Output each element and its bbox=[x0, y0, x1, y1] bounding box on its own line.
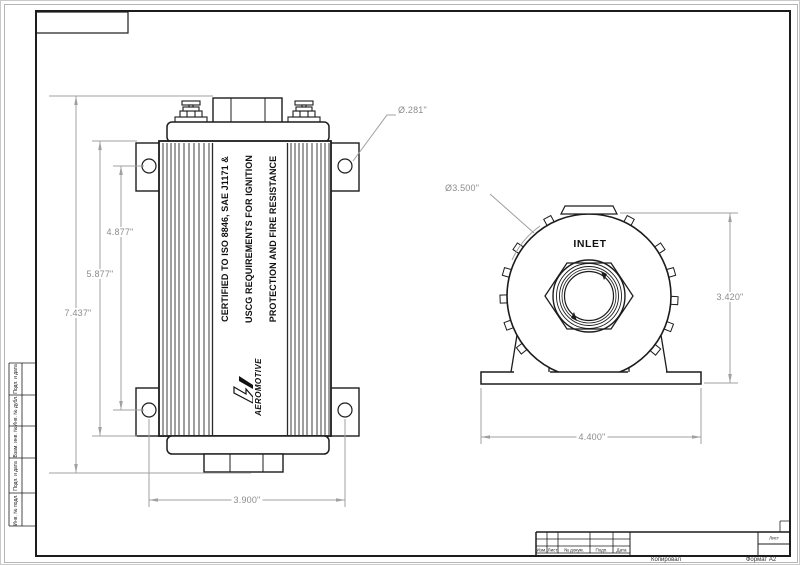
brand-logo: AEROMOTIVE bbox=[224, 351, 272, 423]
side-view-dimensions bbox=[49, 95, 396, 507]
footer-copied-label: Копировал bbox=[650, 557, 682, 563]
certification-line-2: USCG REQUIREMENTS FOR IGNITION bbox=[244, 155, 254, 324]
margin-strip-cell-2: Инв. № дубл. bbox=[12, 395, 19, 426]
dim-hole-spacing-vertical: 4.877" bbox=[104, 227, 136, 237]
tb-col-data: Дата bbox=[616, 547, 627, 552]
brand-name: AEROMOTIVE bbox=[254, 358, 263, 416]
certification-label: CERTIFIED TO ISO 8846, SAE J1171 & USCG … bbox=[213, 133, 285, 345]
dim-bracket-height: 5.877" bbox=[84, 269, 116, 279]
tb-sheet-label: Лист bbox=[769, 535, 779, 541]
inlet-label: INLET bbox=[573, 238, 607, 250]
dim-overall-height: 7.437" bbox=[62, 308, 94, 318]
drawing-frame bbox=[4, 4, 798, 563]
margin-strip-cell-5: Инв. № подл. bbox=[12, 493, 19, 526]
margin-strip-cell-1: Подп. и дата bbox=[12, 364, 19, 394]
dim-mount-hole-diameter: Ø.281" bbox=[398, 105, 427, 115]
tb-col-docnum: № докум. bbox=[564, 547, 584, 552]
pump-end-view bbox=[480, 205, 702, 385]
margin-strip-cell-4: Подп. и дата bbox=[12, 460, 19, 491]
tb-col-podp: Подп. bbox=[595, 547, 608, 552]
dim-body-diameter: Ø3.500" bbox=[445, 183, 480, 193]
mounting-holes bbox=[141, 158, 353, 418]
tb-col-izm: Изм. bbox=[536, 547, 547, 552]
dim-end-height: 3.420" bbox=[714, 292, 746, 302]
margin-strip-cell-3: Взам. инв. № bbox=[12, 426, 19, 458]
aeromotive-logo-icon bbox=[233, 376, 253, 404]
terminal-studs bbox=[174, 100, 321, 124]
footer-format-label: Формат А2 bbox=[745, 557, 777, 563]
certification-line-3: PROTECTION AND FIRE RESISTANCE bbox=[268, 155, 278, 323]
pump-side-view bbox=[135, 97, 360, 473]
tb-col-list: Лист bbox=[547, 547, 558, 552]
certification-line-1: CERTIFIED TO ISO 8846, SAE J1171 & bbox=[220, 156, 230, 322]
body-fins bbox=[162, 143, 330, 435]
dim-base-width: 4.400" bbox=[576, 432, 608, 442]
title-block bbox=[535, 520, 790, 556]
dim-hole-spacing-horizontal: 3.900" bbox=[231, 495, 263, 505]
